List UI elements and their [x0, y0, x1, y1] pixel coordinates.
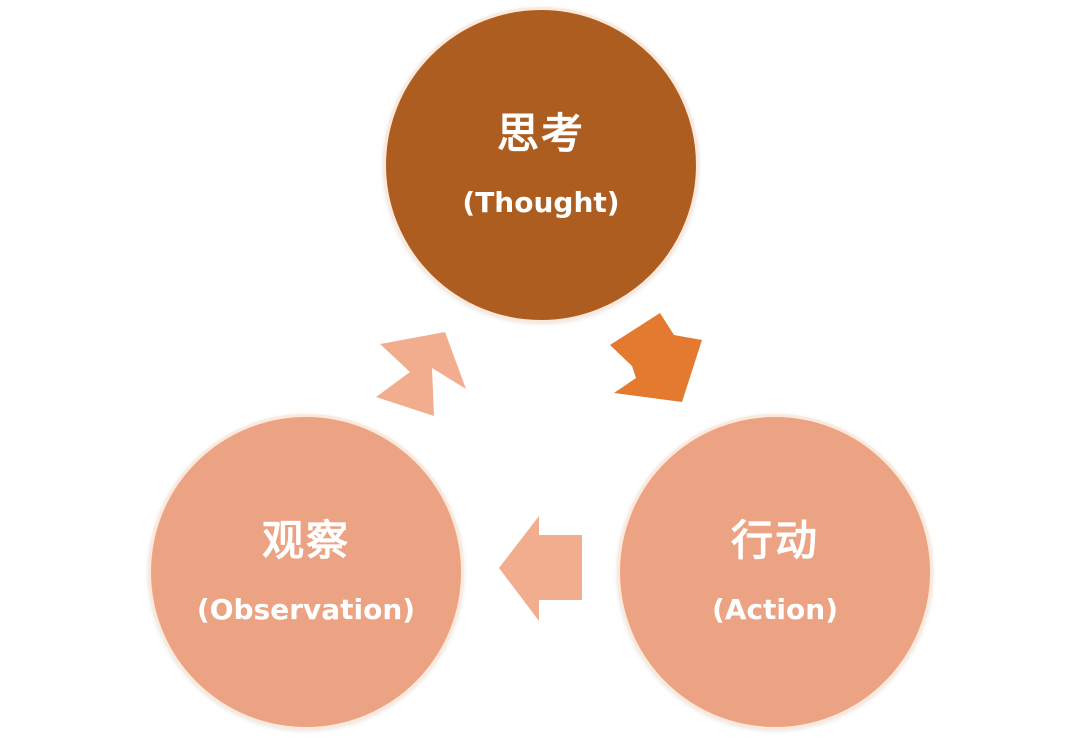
thought-node: 思考 (Thought) — [383, 7, 699, 323]
action-node: 行动 (Action) — [617, 414, 933, 730]
thought-label-en: (Thought) — [462, 186, 620, 219]
observation-label-en: (Observation) — [196, 593, 416, 626]
arrow-observation-to-thought — [376, 332, 466, 416]
observation-node: 观察 (Observation) — [148, 414, 464, 730]
action-label-en: (Action) — [711, 593, 838, 626]
action-label-zh: 行动 — [730, 516, 819, 565]
thought-label-zh: 思考 — [496, 109, 585, 158]
observation-label-zh: 观察 — [261, 516, 350, 565]
arrow-action-to-observation — [499, 516, 582, 621]
arrow-thought-to-action — [610, 313, 702, 402]
